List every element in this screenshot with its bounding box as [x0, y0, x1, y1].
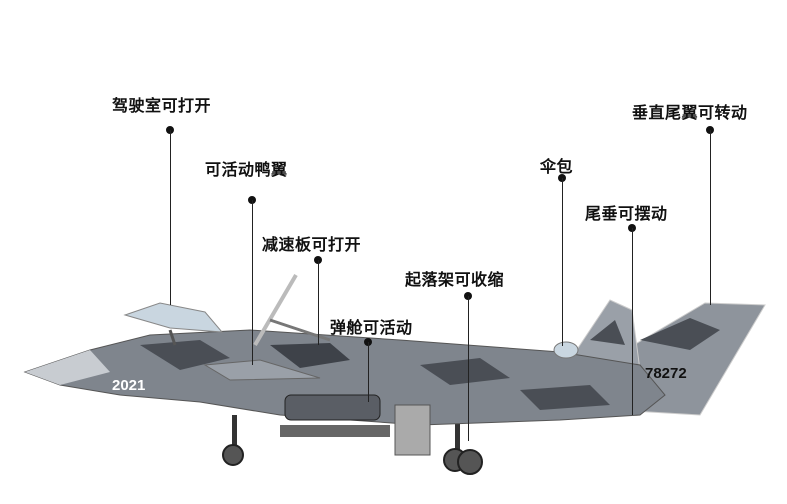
weapon-bay	[284, 394, 381, 421]
callout-canard: 可活动鸭翼	[205, 160, 288, 179]
callout-weapon-bay: 弹舱可活动	[330, 318, 413, 337]
cockpit-canopy	[123, 302, 224, 333]
callout-line	[318, 260, 319, 345]
callout-landing-gear: 起落架可收缩	[405, 270, 505, 289]
callout-line	[710, 130, 711, 305]
callout-vertical-stabilizer: 垂直尾翼可转动	[632, 103, 748, 122]
callout-line	[632, 228, 633, 415]
callout-tail-fin: 尾垂可摆动	[585, 204, 668, 223]
callout-line	[468, 296, 469, 441]
callout-line	[252, 200, 253, 365]
callout-parachute: 伞包	[540, 157, 574, 176]
callout-airbrake: 减速板可打开	[262, 235, 362, 254]
parachute-pod	[553, 341, 579, 359]
landing-gear	[222, 415, 483, 475]
callout-line	[562, 178, 563, 346]
callout-line	[170, 130, 171, 305]
callout-cockpit: 驾驶室可打开	[112, 96, 212, 115]
nose-number: 2021	[112, 377, 145, 394]
canard	[203, 359, 321, 381]
callout-line	[368, 342, 369, 402]
airbrake	[253, 273, 298, 347]
tail-number: 78272	[645, 365, 687, 382]
